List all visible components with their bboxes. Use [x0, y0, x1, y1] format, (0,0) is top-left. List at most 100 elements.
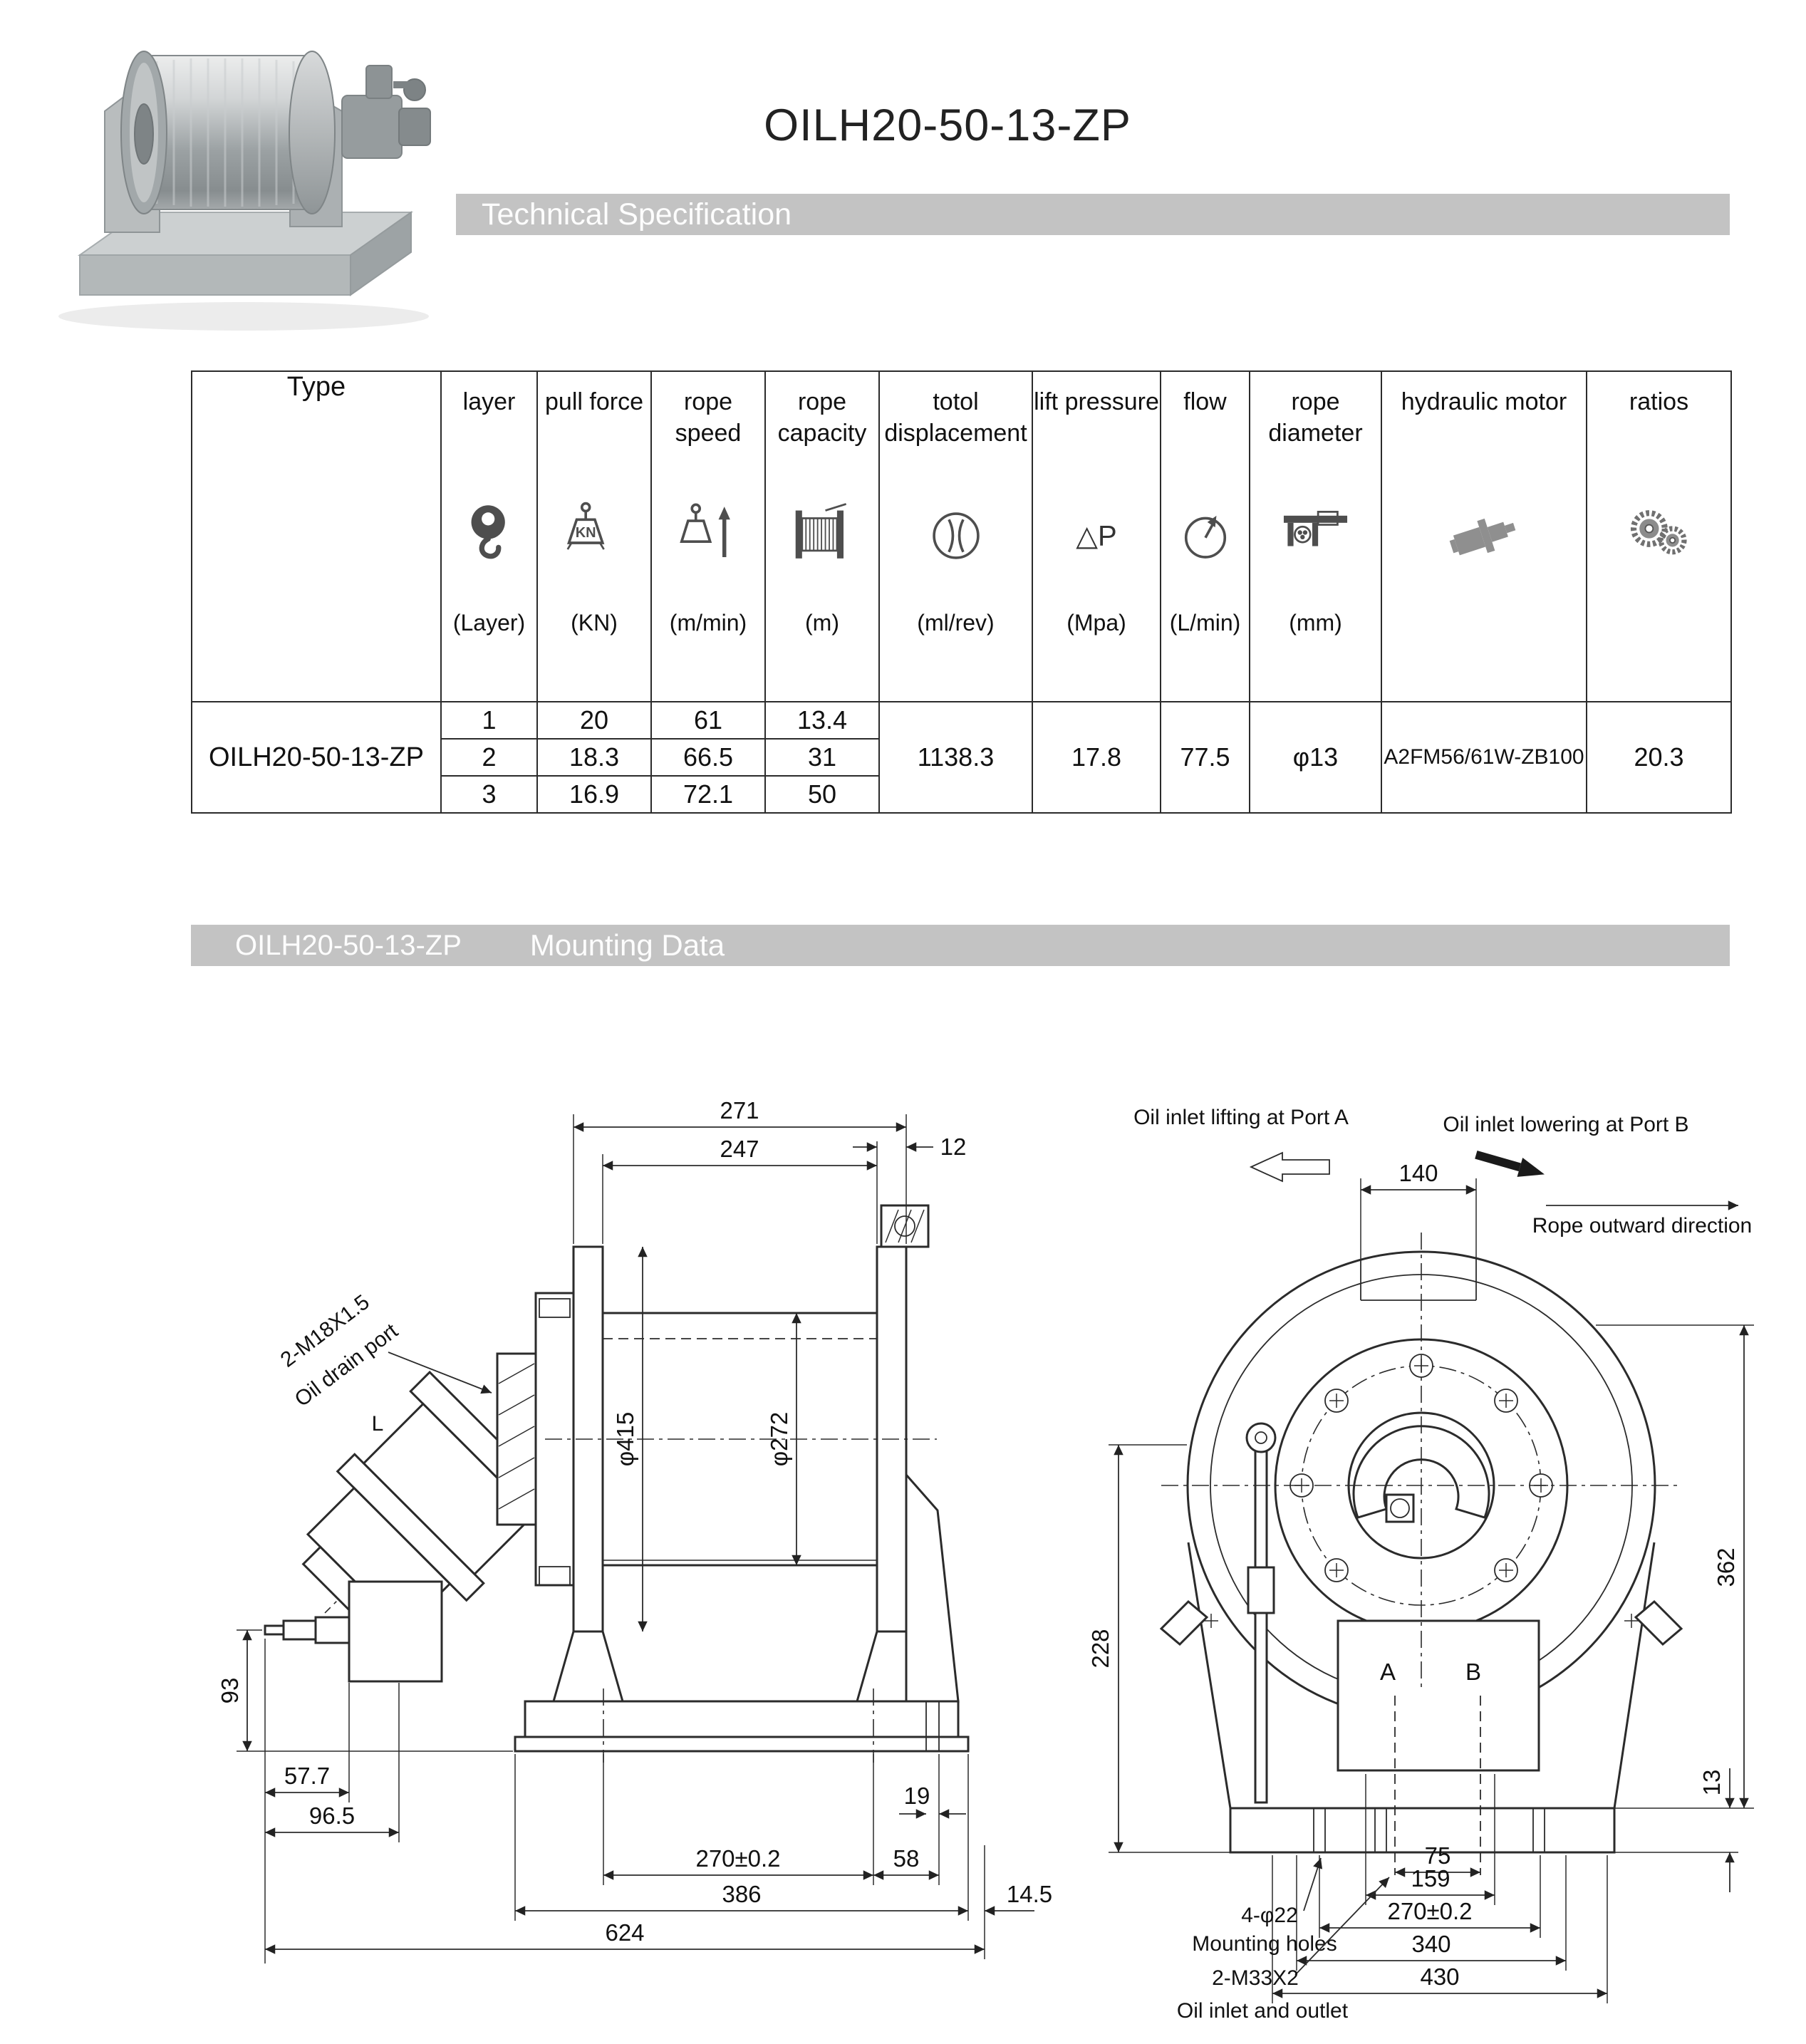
dim-label-phi415: φ415: [612, 1412, 638, 1466]
rope-direction-label: Rope outward direction: [1532, 1214, 1753, 1238]
side-view: 271 247 12 φ415 φ272 93 57.7 96.5: [217, 1097, 1052, 1963]
dim-label-96-5: 96.5: [309, 1802, 355, 1829]
page-title: OILH20-50-13-ZP: [764, 100, 1131, 150]
spec-row-layer-2: 2 18.3 66.5 31: [192, 738, 1731, 777]
dim-label-430: 430: [1420, 1963, 1459, 1990]
dim-label-19: 19: [904, 1783, 930, 1809]
dim-96-5: 96.5: [265, 1683, 400, 1842]
col-header-rope-speed: rope speed (m/min): [650, 370, 766, 702]
pump-displacement-icon: [880, 465, 1032, 607]
cell-rope-speed-2: 66.5: [650, 738, 766, 777]
l-mark-label: L: [372, 1412, 384, 1436]
unit-rope-diameter: (mm): [1289, 610, 1342, 635]
cast-arm: [1352, 1425, 1490, 1519]
dim-label-340: 340: [1411, 1931, 1450, 1957]
right-bracket: [905, 1472, 960, 1703]
dim-12: 12: [853, 1133, 966, 1160]
callout-mounting-holes: 4-φ22 Mounting holes: [1192, 1857, 1337, 1956]
col-label-rope-speed: rope speed: [675, 388, 742, 447]
dim-75: 75: [1395, 1842, 1480, 1877]
dim-19: 19: [899, 1783, 966, 1819]
dim-14-5: 14.5: [984, 1845, 1052, 1959]
mounting-data-banner: OILH20-50-13-ZP Mounting Data: [191, 925, 1730, 966]
winch-photo-illustration: [58, 51, 431, 331]
cell-layer-1: 1: [440, 701, 538, 740]
port-b-note: Oil inlet lowering at Port B: [1443, 1113, 1688, 1136]
mounting-drawings: 271 247 12 φ415 φ272 93 57.7 96.5: [217, 1097, 1754, 2023]
dim-label-159: 159: [1411, 1865, 1450, 1892]
tech-spec-banner-label: Technical Specification: [482, 197, 792, 232]
col-header-pull-force: pull force KN (KN): [536, 370, 652, 702]
dim-label-624: 624: [605, 1919, 644, 1946]
col-label-hydraulic-motor: hydraulic motor: [1401, 388, 1567, 415]
hydraulic-motor-icon: [1382, 465, 1586, 607]
flow-gauge-icon: [1161, 465, 1249, 607]
gears-icon: [1587, 465, 1730, 607]
col-header-rope-capacity: rope capacity (m): [764, 370, 880, 702]
col-header-rope-diameter: rope diameter (mm): [1249, 370, 1382, 702]
cell-rope-speed-1: 61: [650, 701, 766, 740]
dim-340: 340: [1296, 1855, 1567, 1971]
cell-lift-pressure: 17.8: [1032, 701, 1161, 814]
cell-pull-force-2: 18.3: [536, 738, 652, 777]
dim-228: 228: [1087, 1444, 1230, 1853]
dim-13: 13: [1614, 1768, 1738, 1892]
dim-label-228: 228: [1087, 1629, 1114, 1668]
spec-header-row: Type layer (Layer) pull force KN (KN) ro…: [191, 370, 1732, 702]
col-header-type: Type: [191, 370, 442, 702]
unit-ratios: [1587, 607, 1730, 610]
mounting-banner-label: Mounting Data: [529, 928, 725, 962]
cell-pull-force-1: 20: [536, 701, 652, 740]
dim-label-phi272: φ272: [766, 1412, 792, 1466]
inlet-label: Oil inlet and outlet: [1177, 1999, 1349, 2023]
inlet-spec-label: 2-M33X2: [1212, 1966, 1299, 1990]
cell-type-value: OILH20-50-13-ZP: [191, 701, 442, 814]
mounting-banner-model: OILH20-50-13-ZP: [235, 929, 462, 961]
drain-port-stud: [264, 1624, 285, 1636]
col-header-lift-pressure: lift pressure △P (Mpa): [1032, 370, 1161, 702]
dim-58: 58: [873, 1754, 940, 1885]
mount-holes-label: Mounting holes: [1192, 1932, 1337, 1956]
cell-ratios: 20.3: [1586, 701, 1732, 814]
unit-rope-speed: (m/min): [669, 610, 747, 635]
dim-label-75: 75: [1425, 1842, 1451, 1869]
note-port-a: Oil inlet lifting at Port A: [1133, 1106, 1349, 1183]
spec-table: Type layer (Layer) pull force KN (KN) ro…: [191, 370, 1732, 814]
dim-271: 271: [573, 1097, 907, 1244]
col-label-ratios: ratios: [1629, 388, 1689, 415]
dim-362: 362: [1596, 1324, 1754, 1809]
dim-label-93: 93: [217, 1678, 243, 1704]
dim-label-270-side: 270±0.2: [695, 1845, 780, 1872]
col-label-type: Type: [286, 372, 346, 402]
cell-rope-capacity-2: 31: [764, 738, 880, 777]
unit-hydraulic-motor: [1382, 607, 1586, 610]
col-label-displacement: totol displacement: [884, 388, 1027, 447]
front-view-body: A B: [1159, 1233, 1683, 1875]
cell-layer-2: 2: [440, 738, 538, 777]
col-header-layer: layer (Layer): [440, 370, 538, 702]
mount-holes-spec-label: 4-φ22: [1241, 1904, 1298, 1927]
base-plate: [524, 1700, 960, 1738]
cell-pull-force-3: 16.9: [536, 775, 652, 814]
pulley-hook-icon: [442, 465, 536, 607]
manifold-block: [1337, 1619, 1540, 1772]
unit-displacement: (ml/rev): [917, 610, 995, 635]
rope-spool-icon: [766, 465, 878, 607]
col-header-ratios: ratios: [1586, 370, 1732, 702]
dim-270-side: 270±0.2: [603, 1754, 874, 1885]
cell-flow: 77.5: [1160, 701, 1250, 814]
front-view: A B Oil inlet lifting at Port A Oil inle…: [1087, 1106, 1754, 2023]
dim-label-270-front: 270±0.2: [1387, 1898, 1472, 1924]
col-header-displacement: totol displacement (ml/rev): [878, 370, 1033, 702]
left-ear: [1159, 1599, 1209, 1646]
dim-phi415: φ415: [612, 1247, 648, 1631]
hook-load-icon: KN: [538, 465, 650, 607]
side-view-motor: [264, 1292, 575, 1683]
dim-label-271: 271: [720, 1097, 759, 1124]
solid-arrow-right-icon: [1475, 1151, 1545, 1177]
dim-label-362: 362: [1713, 1547, 1739, 1587]
product-photo: [58, 51, 431, 331]
unit-rope-capacity: (m): [805, 610, 839, 635]
dim-label-12: 12: [940, 1133, 967, 1160]
dim-270-front: 270±0.2: [1319, 1855, 1541, 1938]
